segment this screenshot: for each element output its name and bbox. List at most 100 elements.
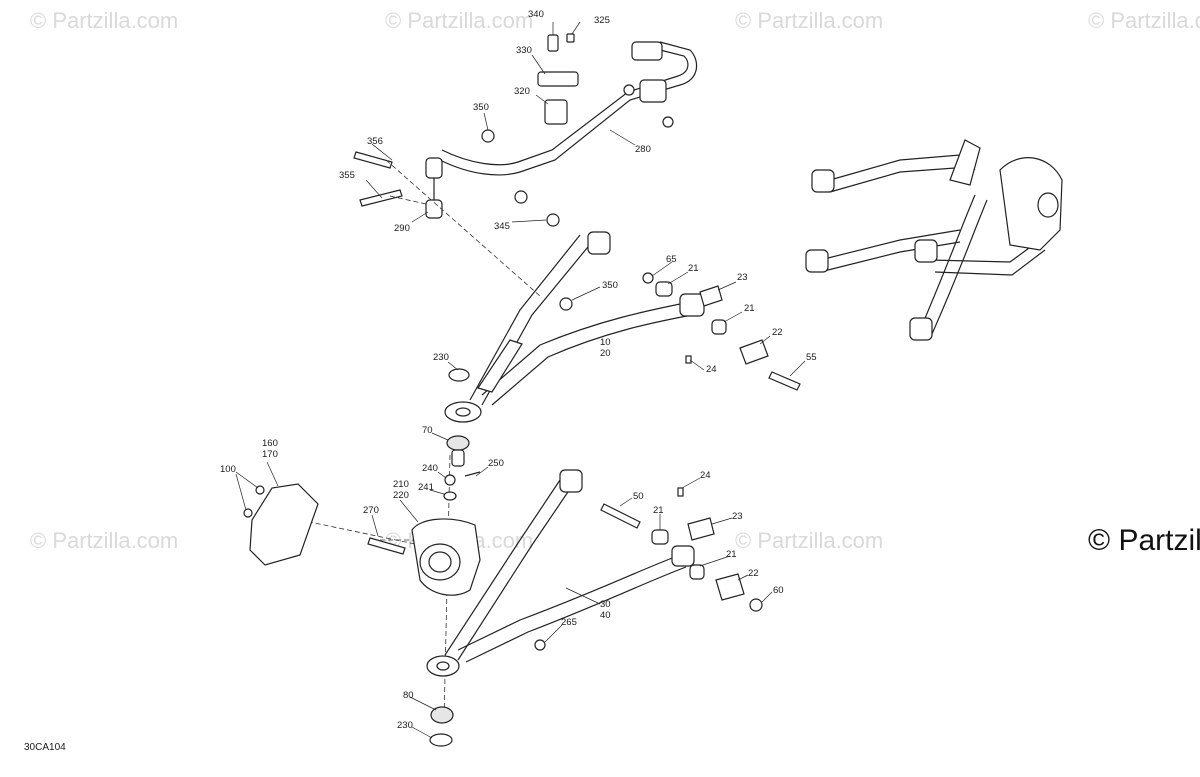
nut-240: [444, 474, 456, 486]
nut-60: [749, 598, 763, 612]
label-265: 265: [561, 617, 577, 628]
label-22b: 22: [748, 568, 759, 579]
end-bracket-lower: [639, 79, 667, 103]
overview-bracket: [949, 139, 981, 186]
label-330: 330: [516, 45, 532, 56]
overview-hub-bore: [1037, 192, 1059, 218]
label-345: 345: [494, 221, 510, 232]
watermark-large: © Partzilla: [1088, 524, 1200, 557]
nut-350: [559, 297, 573, 311]
screw-325: [566, 33, 575, 43]
label-24b: 24: [700, 470, 711, 481]
label-55: 55: [806, 352, 817, 363]
label-210: 210: [393, 479, 409, 490]
label-356: 356: [367, 136, 383, 147]
label-30: 30: [600, 599, 611, 610]
label-24a: 24: [706, 364, 717, 375]
bushing-21: [711, 319, 727, 335]
bolt-50: [600, 503, 641, 529]
part-labels: 340 325 330 320 350 356 355 290 345 280 …: [24, 9, 817, 753]
lower-a-arm: [426, 469, 763, 747]
cotter-pin-250: [464, 471, 481, 477]
washer-23: [699, 285, 723, 307]
end-bracket: [631, 41, 663, 61]
nut-345: [546, 213, 560, 227]
watermark: © Partzilla.com: [1088, 8, 1200, 33]
circlip-230: [448, 368, 470, 382]
leader-lines: [235, 21, 806, 739]
label-70: 70: [422, 425, 433, 436]
watermark: © Partzilla.com: [30, 8, 178, 33]
watermarks: © Partzilla.com © Partzilla.com © Partzi…: [30, 8, 1200, 557]
ball-joint-stud: [451, 449, 465, 467]
grease-fitting-24: [685, 355, 692, 364]
bushing-21: [655, 281, 673, 297]
sleeve-22: [715, 573, 745, 601]
lower-rear-bushing-end: [671, 545, 695, 567]
sleeve-22: [739, 339, 769, 365]
label-60: 60: [773, 585, 784, 596]
diagram-code: 30CA104: [24, 742, 66, 753]
bushing-21: [689, 564, 705, 580]
label-21c: 21: [653, 505, 664, 516]
bolt-355: [359, 189, 403, 207]
assembled-overview: [805, 139, 1063, 341]
knuckle-bore-inner: [428, 551, 452, 573]
nut: [623, 84, 635, 96]
nut: [662, 116, 674, 128]
label-350a: 350: [473, 102, 489, 113]
label-21b: 21: [744, 303, 755, 314]
label-340: 340: [528, 9, 544, 20]
upper-front-bushing-end: [587, 231, 611, 255]
watermark: © Partzilla.com: [30, 528, 178, 553]
alignment-lines: [299, 159, 541, 721]
nut: [514, 190, 528, 204]
upper-rear-bushing-end: [679, 293, 705, 317]
lower-front-bushing-end: [559, 469, 583, 493]
label-22a: 22: [772, 327, 783, 338]
washer-241: [443, 491, 457, 501]
label-10: 10: [600, 337, 611, 348]
watermark: © Partzilla.com: [735, 8, 883, 33]
overview-knuckle: [999, 157, 1063, 251]
bushing-21: [651, 529, 669, 545]
ball-joint-hole: [455, 407, 471, 417]
label-23b: 23: [732, 511, 743, 522]
bracket-330: [537, 71, 579, 87]
overview-bushing: [811, 169, 835, 193]
label-270: 270: [363, 505, 379, 516]
nut-350: [481, 129, 495, 143]
screw-100: [243, 508, 253, 518]
label-350b: 350: [602, 280, 618, 291]
bushing-320: [544, 99, 568, 125]
label-230b: 230: [397, 720, 413, 731]
watermark: © Partzilla.com: [735, 528, 883, 553]
upper-a-arm: [444, 231, 801, 467]
knuckle-assembly: [243, 471, 481, 596]
washer-23: [687, 517, 715, 541]
overview-bushing: [805, 249, 829, 273]
watermark: © Partzilla.com: [385, 8, 533, 33]
ball-joint-80: [430, 706, 454, 724]
protector-160: [249, 483, 319, 566]
label-280: 280: [635, 144, 651, 155]
nut-65: [642, 272, 654, 284]
grease-fitting-24: [677, 487, 684, 497]
bolt-340: [547, 34, 559, 52]
ball-joint-70: [446, 435, 470, 451]
bolt-356: [353, 151, 393, 169]
label-290: 290: [394, 223, 410, 234]
label-320: 320: [514, 86, 530, 97]
sway-bar-assembly: [353, 33, 698, 227]
link-rod-end-top: [425, 157, 443, 179]
nut-265: [534, 639, 546, 651]
label-21d: 21: [726, 549, 737, 560]
bolt-270: [367, 537, 406, 555]
label-20: 20: [600, 348, 611, 359]
label-80: 80: [403, 690, 414, 701]
lower-ball-joint-hole: [436, 661, 450, 671]
label-325: 325: [594, 15, 610, 26]
overview-bushing: [909, 317, 933, 341]
label-355: 355: [339, 170, 355, 181]
label-23a: 23: [737, 272, 748, 283]
